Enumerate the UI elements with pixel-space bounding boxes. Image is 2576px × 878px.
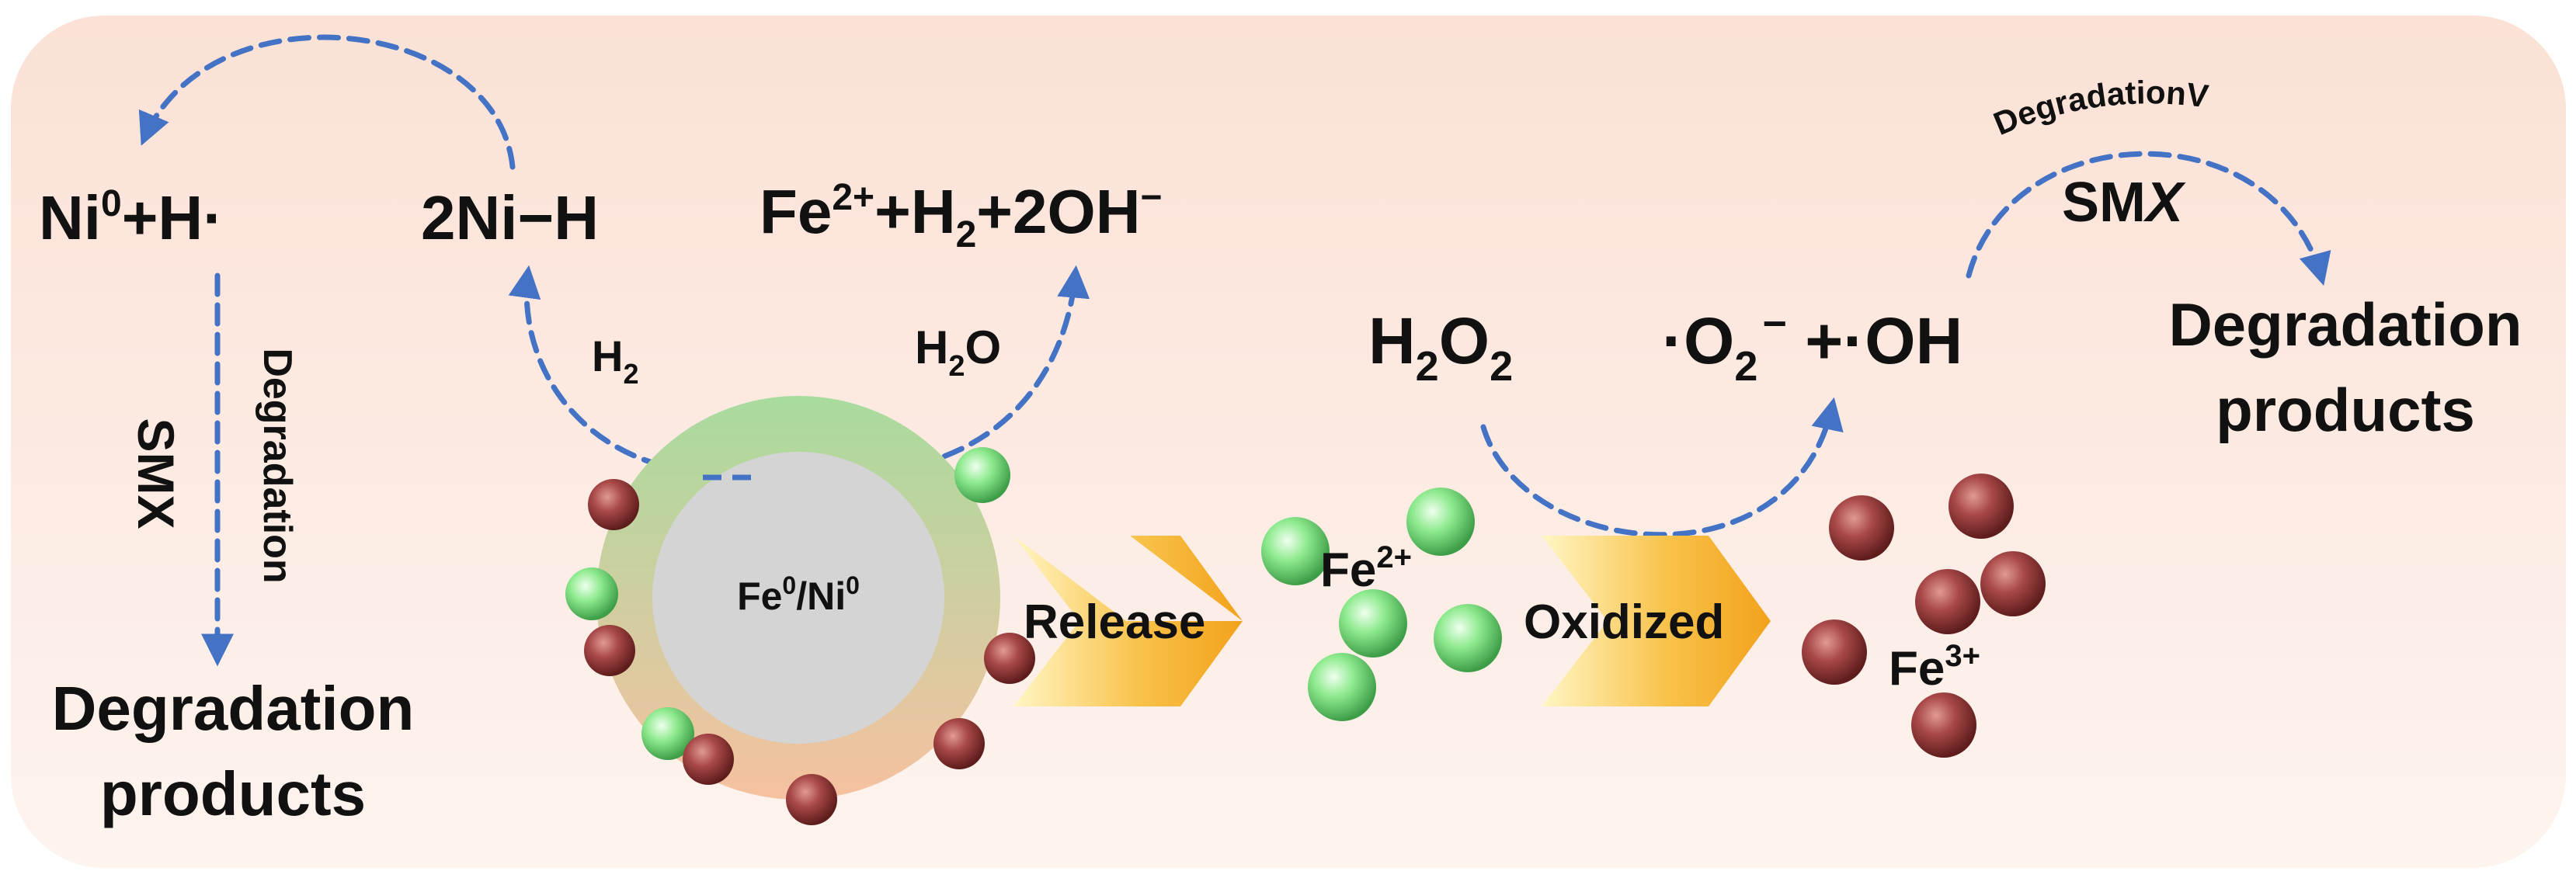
smx-right-label: SMX: [2062, 172, 2186, 234]
fe2-sphere: [1434, 604, 1502, 672]
smx-left-label: SMX: [127, 418, 185, 529]
fe2-h2-2oh-label: Fe2++H2+2OH−: [760, 177, 1163, 255]
fe3-sphere: [984, 633, 1035, 684]
h2o-label: H2O: [915, 321, 1001, 383]
fe3-sphere: [683, 734, 734, 785]
fe2-sphere: [565, 567, 618, 620]
fe3-sphere: [1802, 619, 1867, 685]
oxidized-label: Oxidized: [1524, 595, 1724, 649]
fe3-sphere: [933, 718, 985, 769]
degradation-products-right-line2: products: [2216, 376, 2475, 444]
degradation-products-left-line1: Degradation: [52, 674, 415, 743]
fe3-sphere: [588, 479, 639, 530]
arc-arrow-radicals-to-products: [1966, 151, 2331, 286]
arc-arrow-h2o2-to-radicals: [1480, 397, 1844, 538]
oxidized-chevron: [1542, 536, 1771, 706]
core-label: Fe0/Ni0: [737, 571, 860, 618]
release-label: Release: [1024, 595, 1205, 649]
fe2-spheres-released: [1261, 488, 1502, 721]
two-ni-h-label: 2Ni−H: [421, 183, 599, 252]
fe2-ion-label: Fe2+: [1320, 540, 1412, 597]
fe2-sphere: [1308, 653, 1376, 721]
degradation-products-left-line2: products: [100, 759, 366, 828]
h2o2-label: H2O2: [1368, 304, 1513, 390]
fe3-sphere: [786, 774, 837, 825]
fe3-sphere: [1915, 569, 1980, 634]
fe3-sphere: [1911, 692, 1976, 758]
fe2-sphere: [1406, 488, 1475, 556]
fe3-sphere: [1829, 495, 1894, 560]
fe2-sphere: [1261, 517, 1330, 585]
fe3-spheres-oxidized: [1802, 474, 2046, 758]
fe2-sphere: [954, 447, 1010, 503]
superoxide-hydroxyl-label: ·O2− +·OH: [1662, 300, 1962, 390]
fe2-sphere: [641, 707, 694, 760]
ni0-h-radical-label: Ni0+H·: [39, 183, 224, 252]
particle-spheres: [565, 447, 1035, 825]
degradation-products-right-line1: Degradation: [2168, 290, 2522, 359]
fe2-sphere: [1339, 589, 1407, 658]
h2-label: H2: [592, 331, 638, 390]
release-chevron: [1013, 536, 1243, 706]
particle-core: [652, 452, 944, 744]
fe3-sphere: [1980, 551, 2046, 616]
degradation-left-label: Degradation: [255, 348, 300, 583]
fe3-ion-label: Fe3+: [1889, 639, 1980, 696]
fe3-sphere: [1949, 474, 2014, 539]
fe3-sphere: [584, 625, 635, 676]
arc-arrow-2nih-to-ni0: [138, 34, 516, 170]
